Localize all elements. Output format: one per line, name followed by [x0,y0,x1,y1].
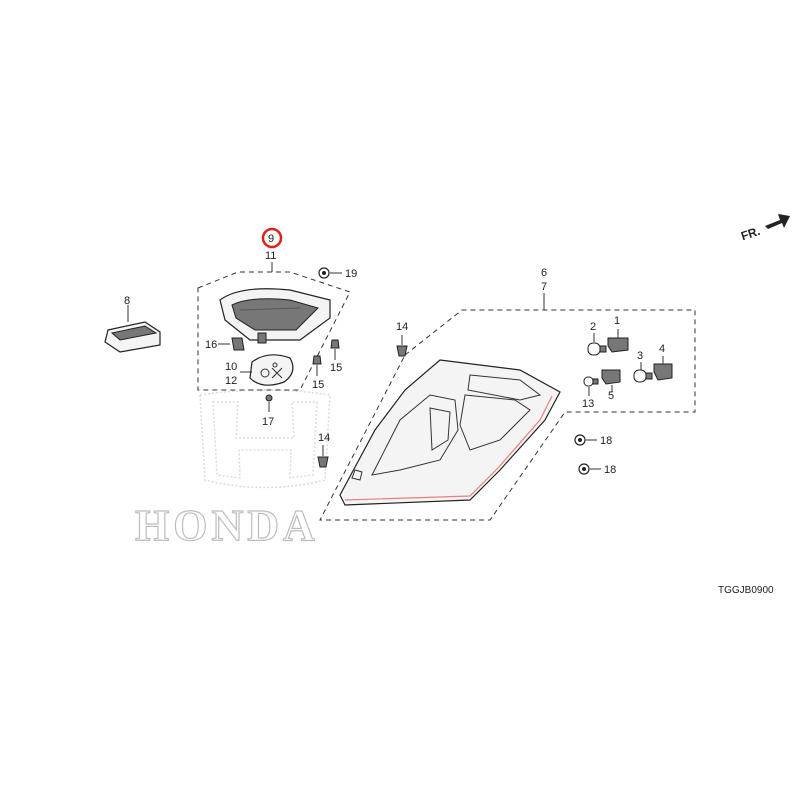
part-14-screw-a [396,335,408,357]
callout-17: 17 [262,416,274,428]
callout-8: 8 [124,295,130,307]
part-15-nut-b [330,339,340,360]
honda-logo-icon [199,389,331,489]
honda-watermark: HONDA [134,389,331,551]
callout-18a: 18 [600,435,612,447]
callout-13: 13 [582,398,594,410]
callout-2: 2 [590,321,596,333]
callout-10: 10 [225,361,237,373]
callout-12: 12 [225,375,237,387]
callout-7: 7 [541,281,547,293]
callout-4: 4 [659,343,665,355]
front-direction-indicator: FR. [739,214,790,243]
callout-15a: 15 [312,379,324,391]
part-9-inner-lamp [219,288,331,344]
part-10-gasket [240,354,294,386]
part-1-socket [607,329,629,353]
part-15-nut-a [312,355,322,376]
callout-16: 16 [205,339,217,351]
part-19-grommet [318,267,342,279]
callout-19: 19 [345,268,357,280]
callout-18b: 18 [604,464,616,476]
part-18-grommet-a [574,434,597,446]
inner-lamp-assembly-box [197,271,351,391]
part-16-socket [218,337,245,351]
part-4-socket [653,356,673,381]
callout-3: 3 [637,350,643,362]
part-6-tail-lamp [339,359,561,506]
direction-label: FR. [739,224,762,243]
part-14-screw-b [317,445,329,468]
callout-11: 11 [265,250,276,262]
part-8-connector [104,305,161,353]
arrow-right-icon [765,214,790,229]
part-13-bulb [583,376,599,396]
part-17-clip [265,394,273,412]
part-3-bulb [633,362,653,383]
highlight-circle [261,227,283,249]
diagram-code: TGGJB0900 [718,585,774,596]
callout-6: 6 [541,267,547,279]
part-18-grommet-b [578,463,601,475]
callout-9: 9 [268,233,274,245]
tail-lamp-assembly-box [319,309,696,521]
callout-14a: 14 [396,321,408,333]
callout-5: 5 [608,390,614,402]
part-2-bulb [587,333,607,356]
honda-wordmark: HONDA [135,501,319,550]
callout-15b: 15 [330,362,342,374]
part-5-socket [601,369,621,392]
callout-1: 1 [614,315,620,327]
callout-14b: 14 [318,432,330,444]
